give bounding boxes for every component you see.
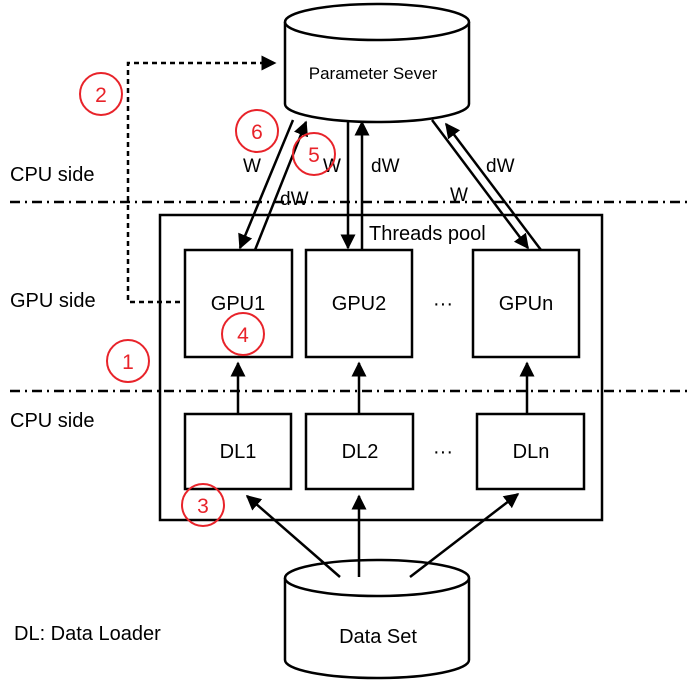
- step-badge-2: 2: [79, 72, 123, 116]
- cpu-side-label-bottom: CPU side: [10, 410, 94, 432]
- gpun-box: [471, 248, 581, 359]
- step-badge-5-label: 5: [308, 144, 320, 167]
- arrow-dataset-to-dl1: [245, 495, 341, 578]
- arrow-gpu1-to-ps-dw: [253, 120, 308, 251]
- dataset-label: Data Set: [339, 626, 417, 648]
- step-badge-1: 1: [106, 339, 150, 383]
- control-path-arrow: [126, 55, 277, 304]
- gpu1-label: GPU1: [211, 293, 265, 315]
- legend-text: DL: Data Loader: [14, 623, 161, 645]
- dln-label: DLn: [513, 441, 550, 463]
- dl1-box: [183, 412, 293, 491]
- step-badge-1-label: 1: [122, 351, 134, 374]
- gpu1-box: [183, 248, 294, 359]
- gpu2-label: GPU2: [332, 293, 386, 315]
- parameter-server-label: Parameter Sever: [309, 64, 438, 83]
- step-badge-4: 4: [221, 312, 265, 356]
- gpun-label: GPUn: [499, 293, 553, 315]
- arrow-gpun-to-ps-dw: [445, 122, 542, 251]
- edge-label-dw-gpu2: dW: [371, 156, 400, 177]
- gpu2-box: [304, 248, 414, 359]
- gpu-side-label: GPU side: [10, 290, 96, 312]
- dl2-label: DL2: [342, 441, 379, 463]
- dataset-cylinder: Data Set: [283, 558, 471, 680]
- step-badge-2-label: 2: [95, 84, 107, 107]
- dln-box: [475, 412, 586, 491]
- dl-ellipsis: ···: [433, 441, 453, 463]
- dl2-box: [304, 412, 415, 491]
- arrow-ps-to-gpu1-w: [238, 119, 295, 250]
- step-badge-5: 5: [292, 132, 336, 176]
- step-badge-4-label: 4: [237, 324, 249, 347]
- parameter-server-cylinder: Parameter Sever: [283, 2, 471, 124]
- edge-label-w-gpu1: W: [243, 156, 261, 177]
- step-badge-6-label: 6: [251, 121, 263, 144]
- step-badge-6: 6: [235, 109, 279, 153]
- threads-pool-label: Threads pool: [369, 223, 486, 245]
- step-badge-3: 3: [181, 483, 225, 527]
- cpu-side-label-top: CPU side: [10, 164, 94, 186]
- edge-label-w-gpun: W: [450, 185, 468, 206]
- gpu-ellipsis: ···: [433, 293, 453, 315]
- threads-pool-box: [158, 213, 604, 522]
- arrow-ps-to-gpun-w: [431, 119, 529, 250]
- dl1-label: DL1: [220, 441, 257, 463]
- step-badge-3-label: 3: [197, 495, 209, 518]
- arrow-dataset-to-dln: [409, 493, 520, 578]
- edge-label-dw-gpun: dW: [486, 156, 515, 177]
- edge-label-dw-gpu1: dW: [280, 189, 309, 210]
